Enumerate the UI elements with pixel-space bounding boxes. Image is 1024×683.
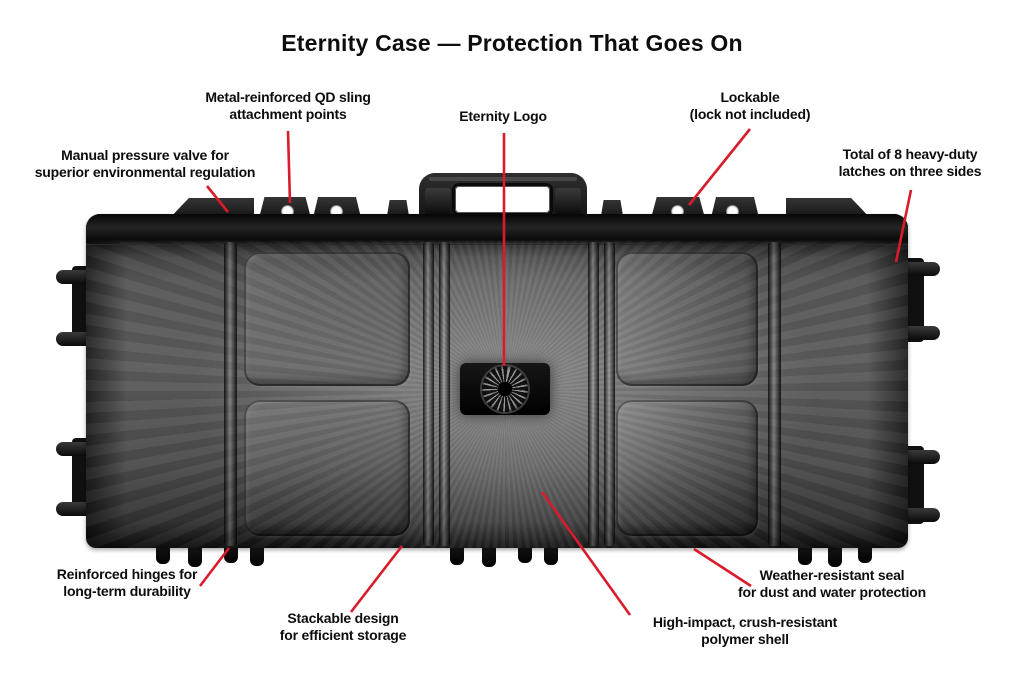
recessed-panel: [616, 252, 758, 386]
handle-hinge-right: [555, 188, 581, 214]
handle-hinge-left: [425, 188, 451, 214]
callout-weather-seal: Weather-resistant seal for dust and wate…: [738, 567, 926, 600]
latch-tab: [56, 270, 90, 284]
leader-line-qd-sling: [286, 130, 292, 204]
latch-tab: [906, 450, 940, 464]
stiffening-rib: [439, 242, 450, 546]
callout-lockable: Lockable (lock not included): [689, 89, 811, 122]
stiffening-rib: [423, 242, 434, 546]
stiffening-rib: [604, 242, 615, 546]
leader-line-lockable: [687, 128, 752, 206]
stiffening-rib: [768, 242, 781, 546]
callout-pressure-valve: Manual pressure valve for superior envir…: [34, 147, 256, 180]
stiffening-rib: [588, 242, 599, 546]
callout-qd-sling: Metal-reinforced QD sling attachment poi…: [205, 89, 371, 122]
stiffening-rib: [224, 242, 237, 546]
latch-tab: [56, 502, 90, 516]
callout-latches: Total of 8 heavy-duty latches on three s…: [838, 146, 982, 179]
latch-tab: [56, 442, 90, 456]
callout-polymer-shell: High-impact, crush-resistant polymer she…: [652, 614, 838, 647]
latch-tab: [906, 326, 940, 340]
recessed-panel: [244, 252, 410, 386]
latch-tab: [906, 262, 940, 276]
recessed-panel: [616, 400, 758, 536]
latch-tab: [56, 332, 90, 346]
case-body: [86, 214, 908, 548]
page-title: Eternity Case — Protection That Goes On: [281, 30, 743, 56]
recessed-panel: [244, 400, 410, 536]
callout-eternity-logo: Eternity Logo: [459, 108, 547, 124]
handle-grip-opening: [455, 186, 550, 213]
callout-hinges: Reinforced hinges for long-term durabili…: [56, 566, 198, 599]
callout-stackable: Stackable design for efficient storage: [279, 610, 407, 643]
leader-line-stackable: [349, 545, 404, 613]
latch-tab: [906, 508, 940, 522]
logo-plate: [460, 363, 550, 415]
turbine-spiral-icon: [482, 366, 528, 412]
lid-seal-edge: [86, 214, 908, 245]
